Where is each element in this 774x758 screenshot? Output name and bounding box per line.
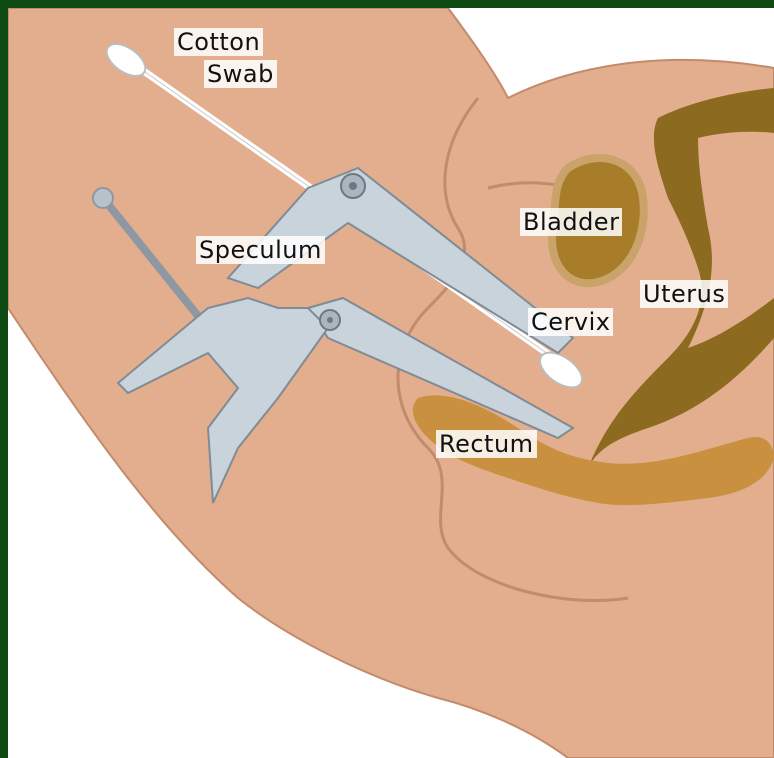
- label-cotton-swab-line1: Cotton: [174, 28, 263, 56]
- diagram-canvas: Cotton Swab Speculum Bladder Uterus Cerv…: [8, 8, 774, 758]
- label-uterus: Uterus: [640, 280, 728, 308]
- label-cotton-swab-line2: Swab: [204, 60, 277, 88]
- label-bladder: Bladder: [520, 208, 622, 236]
- anatomy-illustration: [8, 8, 774, 758]
- label-rectum: Rectum: [436, 430, 537, 458]
- label-speculum: Speculum: [196, 236, 325, 264]
- label-cervix: Cervix: [528, 308, 613, 336]
